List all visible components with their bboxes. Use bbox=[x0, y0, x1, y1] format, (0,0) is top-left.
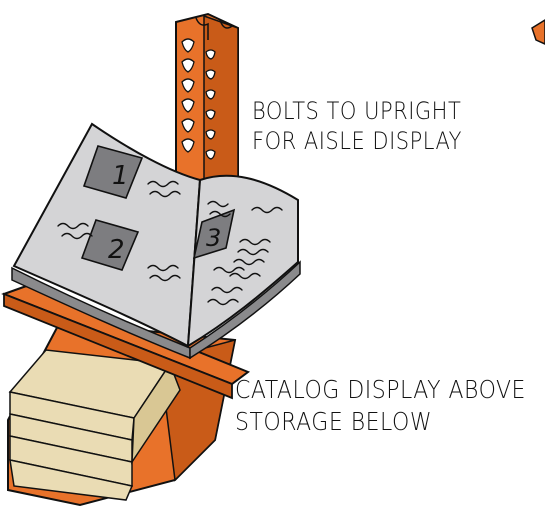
caption-catalog-display: CATALOG DISPLAY ABOVE STORAGE BELOW bbox=[235, 375, 526, 439]
caption-bolts-to-upright: BOLTS TO UPRIGHT FOR AISLE DISPLAY bbox=[252, 96, 462, 156]
panel-2 bbox=[80, 219, 140, 271]
display-shelf bbox=[1, 282, 251, 400]
open-catalog: 1 2 3 bbox=[11, 122, 301, 360]
panel-1-number: 1 bbox=[112, 161, 129, 191]
panel-1 bbox=[82, 145, 144, 199]
caption-upright-line-2: FOR AISLE DISPLAY bbox=[252, 127, 463, 155]
partial-bracket-top-right bbox=[531, 19, 545, 45]
page-squiggles bbox=[57, 180, 283, 306]
caption-catalog-line-2: STORAGE BELOW bbox=[235, 408, 433, 438]
caption-catalog-line-1: CATALOG DISPLAY ABOVE bbox=[235, 376, 526, 405]
panel-3 bbox=[192, 208, 236, 260]
paper-stacks bbox=[8, 349, 181, 501]
caption-upright-line-1: BOLTS TO UPRIGHT bbox=[252, 97, 462, 125]
upright-slots bbox=[181, 38, 216, 160]
panel-3-number: 3 bbox=[206, 224, 221, 252]
panel-2-number: 2 bbox=[108, 235, 125, 265]
